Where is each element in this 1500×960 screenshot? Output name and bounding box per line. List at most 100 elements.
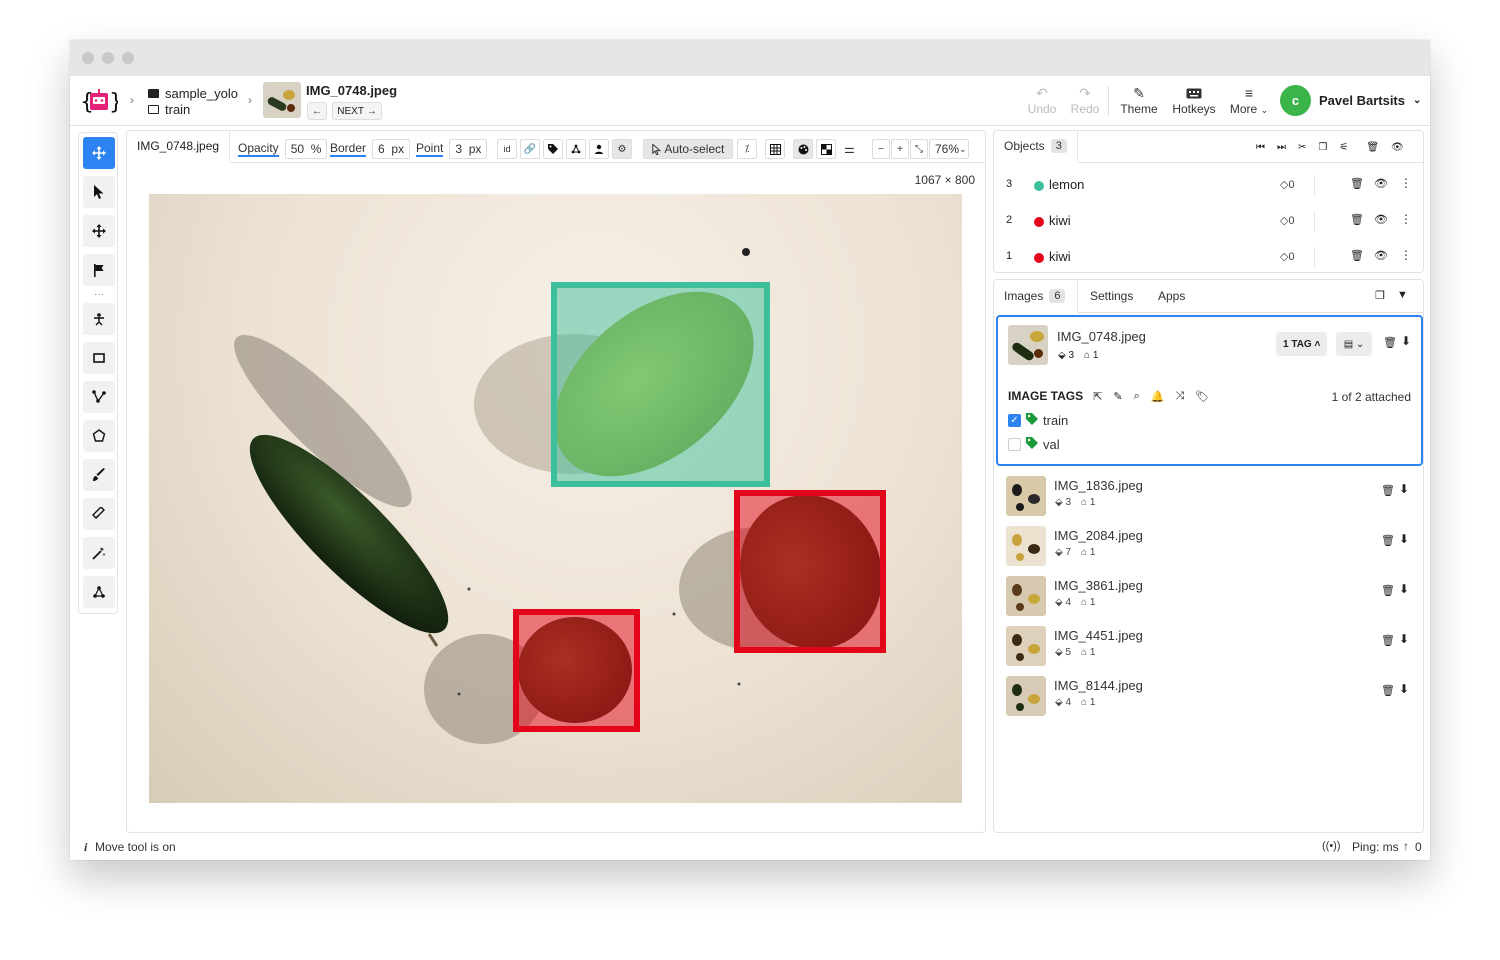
app-logo-icon[interactable]: { } bbox=[80, 84, 118, 118]
annotation-kiwi-small[interactable] bbox=[513, 609, 640, 732]
zoom-in-button[interactable]: + bbox=[891, 139, 909, 159]
keypoint-tool-button[interactable] bbox=[83, 303, 115, 335]
trash-icon[interactable]: 🗑 bbox=[1381, 535, 1395, 547]
eye-icon[interactable]: 👁 bbox=[1374, 250, 1388, 262]
object-tag-count[interactable]: ◇0 bbox=[1280, 251, 1295, 263]
trash-icon[interactable]: 🗑 bbox=[1381, 685, 1395, 697]
edit-icon[interactable]: ✎ bbox=[1113, 390, 1123, 403]
graph-tool-button[interactable] bbox=[83, 576, 115, 608]
breadcrumb-project[interactable]: sample_yolo bbox=[148, 86, 238, 101]
eye-icon[interactable]: 👁 bbox=[1374, 214, 1388, 226]
download-icon[interactable]: ⬇ bbox=[1401, 334, 1412, 348]
trash-icon[interactable]: 🗑 bbox=[1350, 178, 1364, 190]
tags-icon[interactable]: 🏷 bbox=[1195, 390, 1210, 403]
image-tag-row[interactable]: ✓train bbox=[1008, 413, 1068, 428]
tag-checkbox[interactable] bbox=[1008, 438, 1021, 451]
hide-annotations-icon[interactable]: ✂ bbox=[1298, 142, 1307, 153]
trash-icon[interactable]: 🗑 bbox=[1381, 485, 1395, 497]
rectangle-tool-button[interactable] bbox=[83, 342, 115, 374]
window-close-dot[interactable] bbox=[82, 52, 94, 64]
filter-icon[interactable]: ▼ bbox=[1397, 289, 1408, 301]
trash-icon[interactable]: 🗑 bbox=[1350, 214, 1364, 226]
next-image-button[interactable]: NEXT → bbox=[332, 102, 382, 120]
trash-icon[interactable]: 🗑 bbox=[1350, 250, 1364, 262]
polygon-tool-button[interactable] bbox=[83, 420, 115, 452]
shuffle-icon[interactable]: ⤨ bbox=[1175, 389, 1185, 402]
auto-adjust-icon[interactable]: ⁒ bbox=[737, 139, 757, 159]
select-tool-button[interactable] bbox=[83, 176, 115, 208]
adjust-sliders-icon[interactable]: ⚌ bbox=[844, 142, 855, 156]
tag-icon[interactable] bbox=[543, 139, 563, 159]
graph-nodes-icon[interactable] bbox=[566, 139, 586, 159]
redo-button[interactable]: ↷Redo bbox=[1070, 84, 1100, 117]
download-icon[interactable]: ⬇ bbox=[1399, 582, 1410, 596]
copy-icon[interactable]: ❐ bbox=[1318, 142, 1328, 153]
eraser-tool-button[interactable] bbox=[83, 498, 115, 530]
trash-icon[interactable]: 🗑 bbox=[1383, 337, 1397, 349]
smart-tool-button[interactable] bbox=[83, 537, 115, 569]
image-list-item[interactable]: IMG_4451.jpeg⬙ 5⌂ 1🗑⬇ bbox=[994, 622, 1424, 670]
undo-button[interactable]: ↶Undo bbox=[1027, 84, 1057, 117]
flag-tool-button[interactable] bbox=[83, 254, 115, 286]
pan-tool-button[interactable] bbox=[83, 215, 115, 247]
palette-icon[interactable] bbox=[793, 139, 813, 159]
copy-icon[interactable]: ❐ bbox=[1375, 290, 1385, 302]
autoselect-button[interactable]: Auto-select bbox=[643, 139, 734, 159]
tag-checkbox[interactable]: ✓ bbox=[1008, 414, 1021, 427]
grid-icon[interactable] bbox=[765, 139, 785, 159]
export-icon[interactable]: ⇱ bbox=[1093, 390, 1103, 403]
tag-button[interactable]: 1 TAG ˄ bbox=[1276, 332, 1328, 356]
download-icon[interactable]: ⬇ bbox=[1399, 632, 1410, 646]
tab-settings[interactable]: Settings bbox=[1090, 289, 1134, 303]
tab-objects[interactable]: Objects 3 bbox=[994, 131, 1078, 162]
download-icon[interactable]: ⬇ bbox=[1399, 532, 1410, 546]
hotkeys-button[interactable]: Hotkeys bbox=[1170, 84, 1218, 116]
object-tag-count[interactable]: ◇0 bbox=[1280, 179, 1295, 191]
image-list-item[interactable]: IMG_2084.jpeg⬙ 7⌂ 1🗑⬇ bbox=[994, 522, 1424, 570]
window-maximize-dot[interactable] bbox=[122, 52, 134, 64]
brush-tool-button[interactable] bbox=[83, 459, 115, 491]
image-list-item[interactable]: IMG_3861.jpeg⬙ 4⌂ 1🗑⬇ bbox=[994, 572, 1424, 620]
trash-icon[interactable]: 🗑 bbox=[1366, 142, 1380, 153]
tab-apps[interactable]: Apps bbox=[1158, 289, 1186, 303]
user-icon[interactable] bbox=[589, 139, 609, 159]
first-icon[interactable]: ⏮ bbox=[1256, 142, 1265, 153]
image-list-item[interactable]: IMG_8144.jpeg⬙ 4⌂ 1🗑⬇ bbox=[994, 672, 1424, 720]
fit-screen-icon[interactable]: ⤡ bbox=[910, 139, 928, 159]
filter-list-icon[interactable]: ⚟ bbox=[1339, 142, 1349, 153]
polyline-tool-button[interactable] bbox=[83, 381, 115, 413]
link-icon[interactable]: 🔗 bbox=[520, 139, 540, 159]
tab-image[interactable]: IMG_0748.jpeg bbox=[127, 131, 230, 162]
checker-icon[interactable] bbox=[816, 139, 836, 159]
image-menu-button[interactable]: ▤ ⌄ bbox=[1336, 332, 1372, 356]
eye-icon[interactable]: 👁 bbox=[1391, 142, 1404, 153]
more-vertical-icon[interactable]: ⋮ bbox=[1400, 176, 1412, 190]
breadcrumb-folder[interactable]: train bbox=[148, 102, 190, 117]
annotation-canvas[interactable] bbox=[149, 194, 962, 803]
image-list-item[interactable]: IMG_1836.jpeg⬙ 3⌂ 1🗑⬇ bbox=[994, 472, 1424, 520]
download-icon[interactable]: ⬇ bbox=[1399, 482, 1410, 496]
last-icon[interactable]: ⏭ bbox=[1277, 142, 1286, 153]
bell-icon[interactable]: 🔔 bbox=[1150, 390, 1165, 403]
move-tool-button[interactable] bbox=[83, 137, 115, 169]
zoom-out-button[interactable]: − bbox=[872, 139, 890, 159]
trash-icon[interactable]: 🗑 bbox=[1381, 585, 1395, 597]
show-id-toggle[interactable]: id bbox=[497, 139, 517, 159]
object-tag-count[interactable]: ◇0 bbox=[1280, 215, 1295, 227]
border-input[interactable]: 6 px bbox=[372, 139, 411, 159]
theme-button[interactable]: ✎Theme bbox=[1118, 84, 1160, 117]
user-menu[interactable]: c Pavel Bartsits ⌄ bbox=[1280, 85, 1421, 116]
more-vertical-icon[interactable]: ⋮ bbox=[1400, 248, 1412, 262]
search-icon[interactable]: ⌕ bbox=[1133, 389, 1140, 402]
settings-gear-icon[interactable]: ⚙ bbox=[612, 139, 632, 159]
image-tag-row[interactable]: val bbox=[1008, 437, 1060, 452]
opacity-input[interactable]: 50 % bbox=[284, 139, 328, 159]
eye-icon[interactable]: 👁 bbox=[1374, 178, 1388, 190]
more-vertical-icon[interactable]: ⋮ bbox=[1400, 212, 1412, 226]
more-menu-button[interactable]: ≡More ⌄ bbox=[1229, 85, 1269, 116]
point-input[interactable]: 3 px bbox=[449, 139, 488, 159]
window-minimize-dot[interactable] bbox=[102, 52, 114, 64]
